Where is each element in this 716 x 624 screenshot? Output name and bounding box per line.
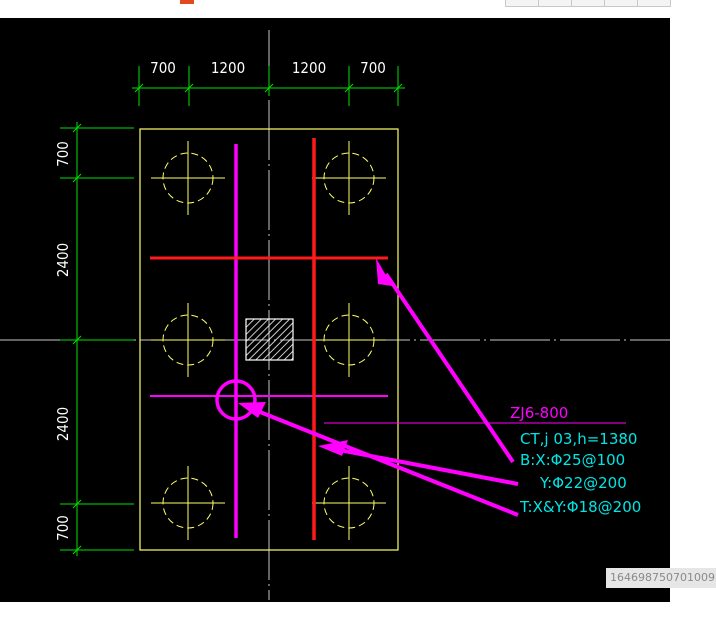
- dim-top-1: 700: [150, 59, 176, 77]
- dim-left-3: 2400: [54, 407, 72, 441]
- watermark-id: 164698750701009: [606, 568, 716, 588]
- column-section[interactable]: [245, 318, 294, 361]
- toolbar-button[interactable]: [604, 0, 638, 7]
- dim-top-2: 1200: [211, 59, 245, 77]
- cad-drawing: 700 1200 1200 700 700 2400 2400 700: [0, 30, 670, 600]
- pile-middle-right[interactable]: [312, 303, 386, 377]
- annotation-title: ZJ6-800: [510, 404, 568, 422]
- dim-top-4: 700: [360, 59, 386, 77]
- left-dimension-chain: [60, 122, 134, 556]
- pile-top-right[interactable]: [312, 141, 386, 215]
- annotation-line-2: B:X:Φ25@100: [520, 451, 625, 469]
- top-toolbar: [0, 0, 716, 18]
- toolbar-buttons: [505, 0, 671, 7]
- leader-arrows: [238, 258, 519, 517]
- annotation-line-3: Y:Φ22@200: [539, 474, 627, 492]
- toolbar-button[interactable]: [637, 0, 671, 7]
- toolbar-button[interactable]: [538, 0, 572, 7]
- cad-canvas[interactable]: 700 1200 1200 700 700 2400 2400 700: [0, 18, 670, 602]
- pile-cap-outline[interactable]: [139, 128, 399, 551]
- arrow-to-circle: [254, 408, 519, 517]
- annotation-line-1: CT,j 03,h=1380: [520, 430, 637, 448]
- dim-left-1: 700: [54, 141, 72, 167]
- highlight-circle[interactable]: [215, 379, 257, 421]
- dim-top-3: 1200: [292, 59, 326, 77]
- arrow-to-red-rebar: [384, 272, 515, 464]
- piles: [151, 141, 386, 540]
- dim-left-2: 2400: [54, 243, 72, 277]
- annotation-line-4: T:X&Y:Φ18@200: [519, 498, 641, 516]
- pile-middle-left[interactable]: [151, 303, 225, 377]
- pile-top-left[interactable]: [151, 141, 225, 215]
- toolbar-button[interactable]: [571, 0, 605, 7]
- top-dimension-chain: [132, 66, 405, 106]
- toolbar-accent-icon[interactable]: [180, 0, 194, 4]
- dim-left-4: 700: [54, 515, 72, 541]
- pile-bottom-left[interactable]: [151, 466, 225, 540]
- pile-bottom-right[interactable]: [312, 466, 386, 540]
- toolbar-button[interactable]: [505, 0, 539, 7]
